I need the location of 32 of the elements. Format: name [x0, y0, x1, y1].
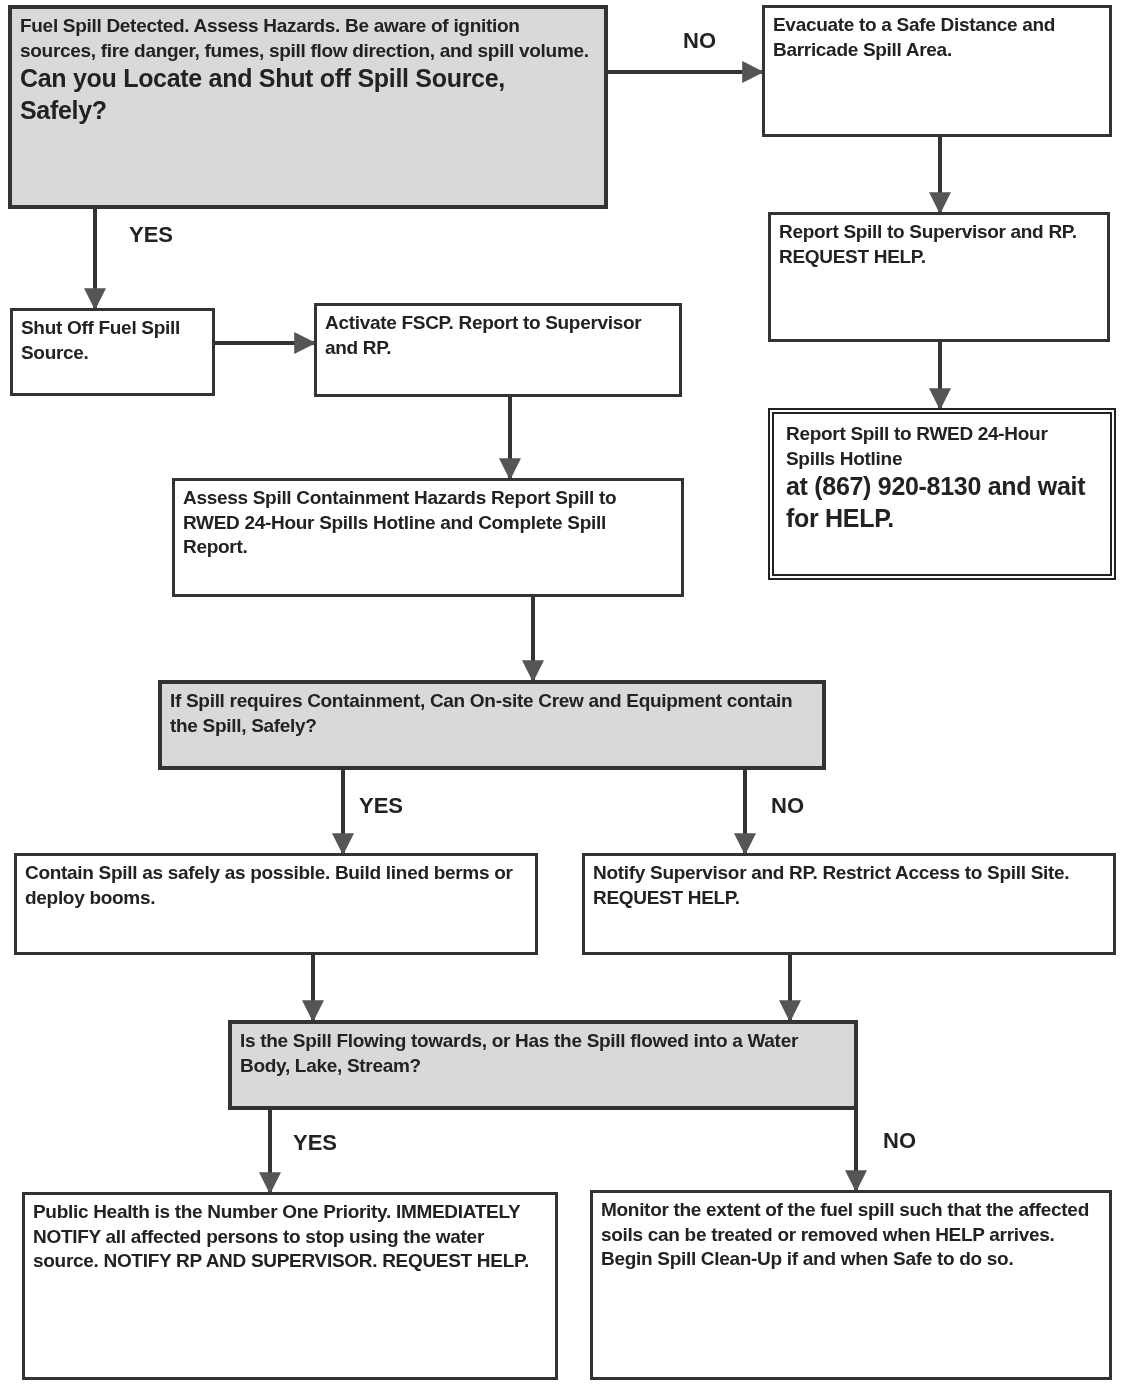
- step-text: Public Health is the Number One Priority. IMMEDIATELY NOTIFY all affected persons to stop using the water source. NOTIFY RP AND SUPERVISOR. REQUEST HELP.: [33, 1200, 530, 1274]
- decision-box: [228, 1020, 858, 1110]
- arrow: [302, 955, 324, 1023]
- step-text: Contain Spill as safely as possible. Build lined berms or deploy booms.: [25, 861, 514, 910]
- process-box: [762, 5, 1112, 137]
- step-text: Activate FSCP. Report to Supervisor and RP.: [325, 311, 643, 360]
- process-box: [10, 308, 215, 396]
- step-text: Is the Spill Flowing towards, or Has the Spill flowed into a Water Body, Lake, Stream?: [240, 1029, 799, 1078]
- process-box: [590, 1190, 1112, 1380]
- step-text: Evacuate to a Safe Distance and Barricade Spill Area.: [773, 13, 1057, 62]
- step-text: Assess Spill Containment Hazards Report Spill to RWED 24-Hour Spills Hotline and Complete Spill Report.: [183, 486, 618, 560]
- step-text: at (867) 920-8130 and wait for HELP.: [786, 471, 1087, 534]
- arrow: [522, 597, 544, 683]
- process-box: [768, 212, 1110, 342]
- step-text: Notify Supervisor and RP. Restrict Access to Spill Site. REQUEST HELP.: [593, 861, 1071, 910]
- step-text: Can you Locate and Shut off Spill Source, Safely?: [20, 63, 506, 126]
- process-box: [582, 853, 1116, 955]
- step-text: Shut Off Fuel Spill Source.: [21, 316, 181, 365]
- arrow: [929, 342, 951, 411]
- process-box: [14, 853, 538, 955]
- process-box: [22, 1192, 558, 1380]
- step-text: If Spill requires Containment, Can On-site Crew and Equipment contain the Spill, Safely?: [170, 689, 794, 738]
- hotline-box: [768, 408, 1116, 580]
- decision-box: [8, 5, 608, 209]
- arrow: [779, 955, 801, 1023]
- step-text: Report Spill to RWED 24-Hour Spills Hotline: [786, 422, 1049, 471]
- step-text: Report Spill to Supervisor and RP. REQUEST HELP.: [779, 220, 1078, 269]
- process-box: [314, 303, 682, 397]
- process-box: [172, 478, 684, 597]
- step-text: Monitor the extent of the fuel spill such that the affected soils can be treated or removed when HELP arrives. Begin Spill Clean-Up if and when Safe to do so.: [601, 1198, 1090, 1272]
- step-text: Fuel Spill Detected. Assess Hazards. Be aware of ignition sources, fire danger, fumes, spill flow direction, and spill volume.: [20, 14, 590, 63]
- decision-box: [158, 680, 826, 770]
